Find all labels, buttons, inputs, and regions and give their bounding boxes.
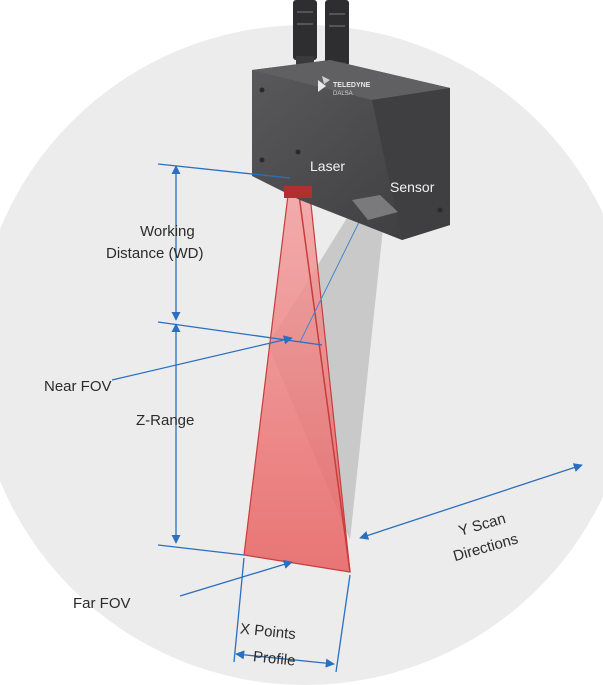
x-profile-right-extension <box>335 574 351 673</box>
brand-sub-label: DALSA <box>333 91 353 97</box>
working-distance-label-line1: Working <box>140 223 195 240</box>
x-profile-arrow <box>235 650 335 668</box>
x-points-label-line1: X Points <box>239 620 296 643</box>
brand-label: TELEDYNE <box>333 82 371 89</box>
near-fov-pointer <box>111 335 293 381</box>
x-points-label-line2: Profile <box>252 648 296 669</box>
far-fov-pointer <box>179 560 293 597</box>
x-profile-left-extension <box>233 557 245 663</box>
sensor-label: Sensor <box>390 179 435 195</box>
dimension-lines <box>111 163 583 673</box>
working-distance-label-line2: Distance (WD) <box>106 245 204 262</box>
near-fov-label: Near FOV <box>44 378 112 395</box>
laser-label: Laser <box>310 158 345 174</box>
laser-beam-center-line <box>298 194 351 573</box>
sensor-window <box>352 195 398 220</box>
profiler-device-body <box>252 60 450 240</box>
z-range-label: Z-Range <box>136 412 194 429</box>
far-fov-label: Far FOV <box>73 595 131 612</box>
near-fov-line <box>157 321 323 346</box>
far-fov-line <box>157 544 245 556</box>
laser-beam-sheet <box>244 195 350 572</box>
teledyne-logo-icon <box>318 76 330 92</box>
laser-window <box>284 186 312 198</box>
y-scan-arrow <box>359 463 583 540</box>
sensor-axis-line <box>299 209 366 343</box>
